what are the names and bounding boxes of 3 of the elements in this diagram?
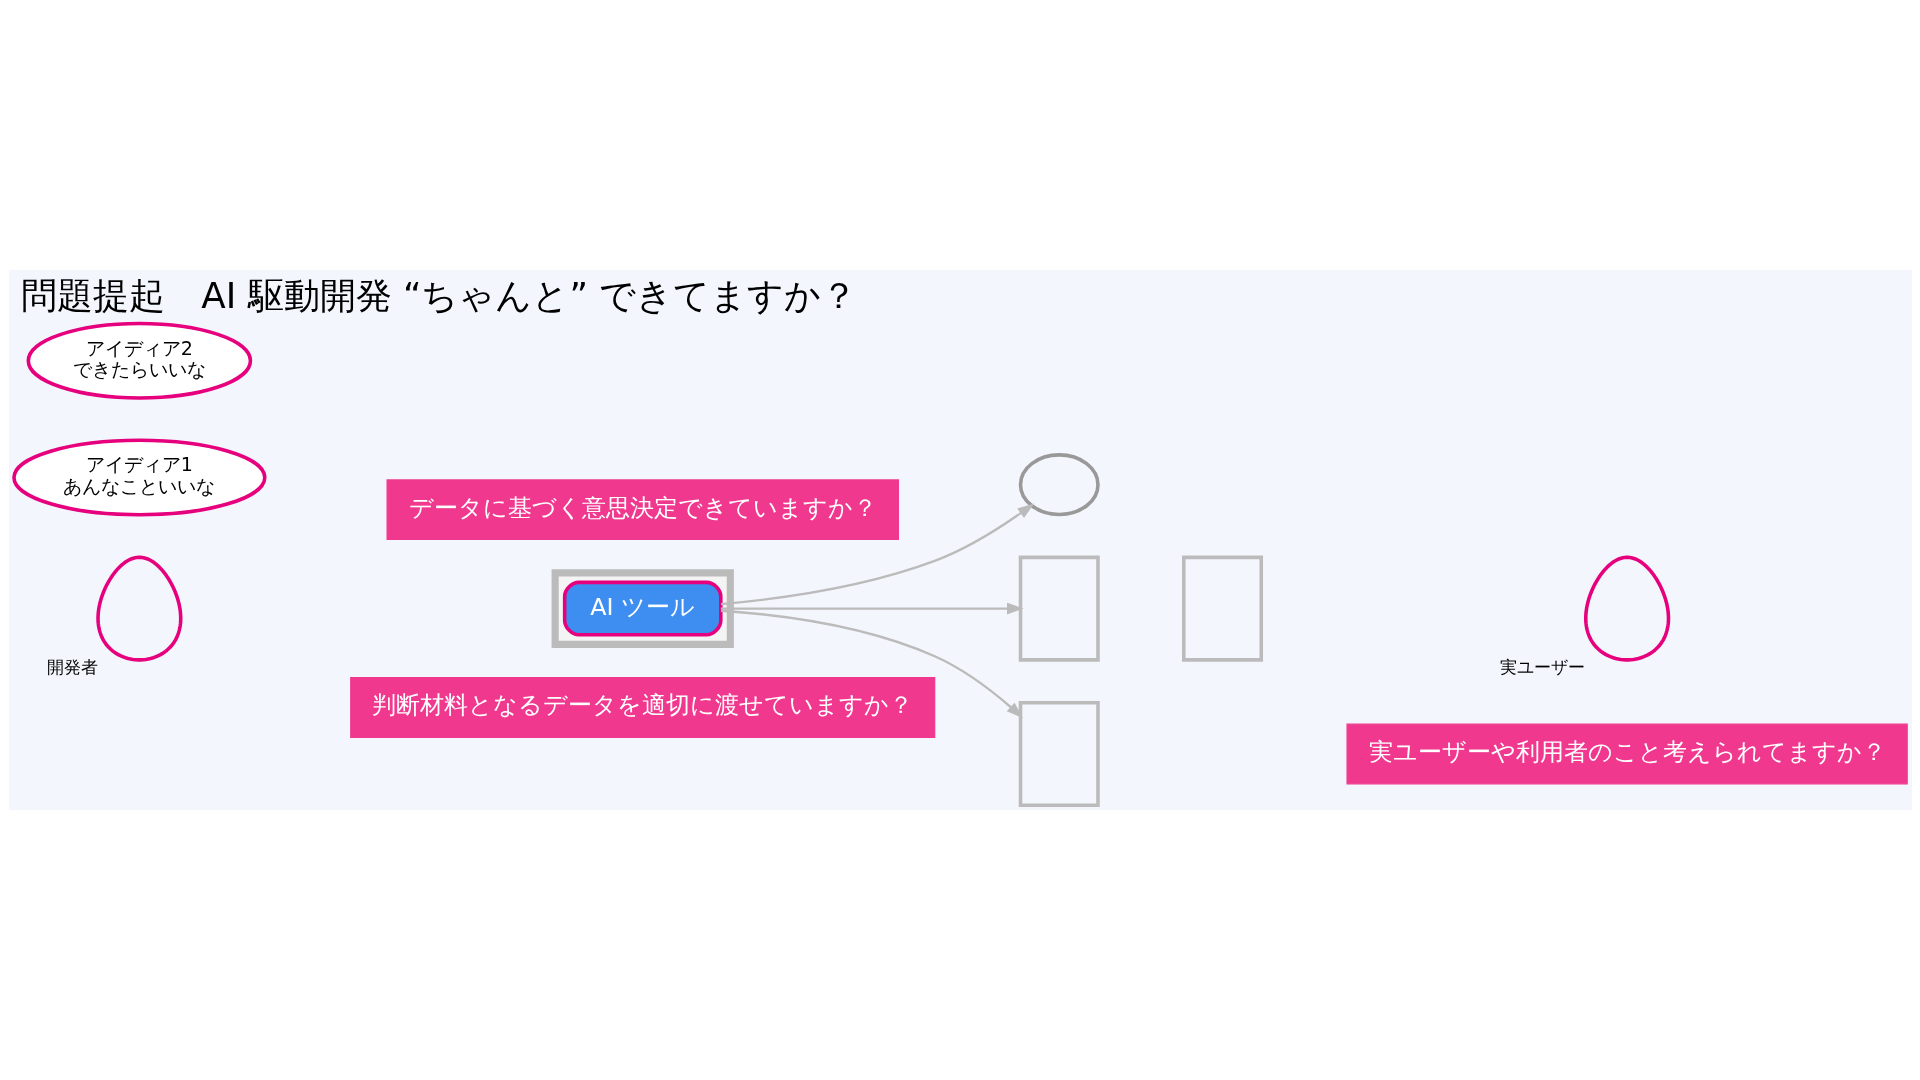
node-label: 実ユーザー bbox=[1499, 658, 1585, 678]
node-label: 開発者 bbox=[46, 658, 98, 678]
diagram-title: 問題提起 AI 駆動開発 “ちゃんと” できてますか？ bbox=[20, 275, 857, 317]
